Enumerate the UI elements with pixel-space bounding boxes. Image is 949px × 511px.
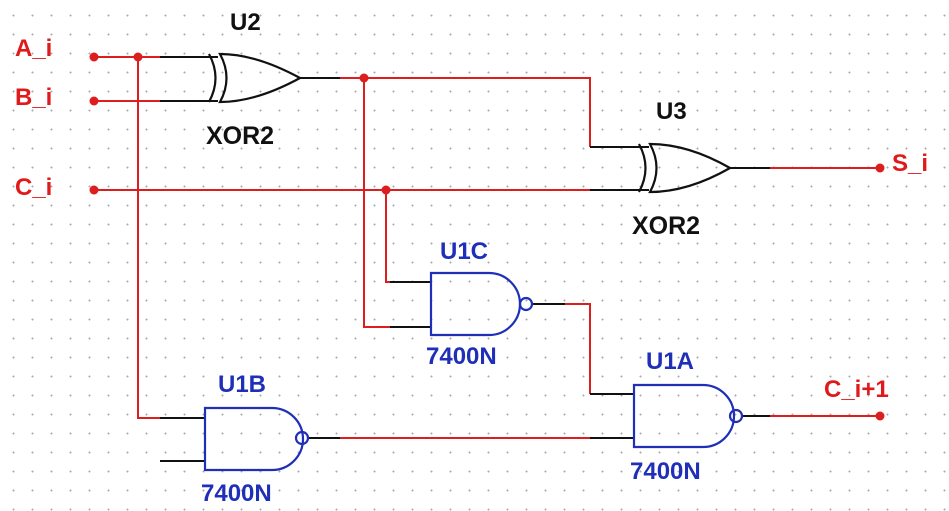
port-label-carry: C_i+1 xyxy=(824,376,889,403)
port-label-b: B_i xyxy=(15,84,52,111)
port-label-a: A_i xyxy=(15,35,52,62)
junction-c xyxy=(381,185,391,195)
gate-u2-xor[interactable] xyxy=(160,52,340,104)
gate-type-u1c: 7400N xyxy=(426,343,497,370)
gate-ref-u3: U3 xyxy=(656,98,687,125)
terminal-s[interactable] xyxy=(875,163,885,173)
terminal-c[interactable] xyxy=(89,185,99,195)
gate-u1c-nand[interactable] xyxy=(390,271,565,337)
junction-u2-out xyxy=(359,73,369,83)
junction-a xyxy=(133,52,143,62)
gate-ref-u2: U2 xyxy=(230,9,261,36)
gate-type-u1b: 7400N xyxy=(201,480,272,507)
junctions xyxy=(89,52,885,421)
wires xyxy=(94,56,880,439)
port-label-s: S_i xyxy=(892,150,928,177)
wire-a-to-u1b xyxy=(137,57,160,419)
gate-type-u2: XOR2 xyxy=(206,122,274,150)
gate-u1b-nand[interactable] xyxy=(160,406,340,472)
wire-u2-out xyxy=(340,77,591,147)
port-label-c: C_i xyxy=(15,174,52,201)
terminal-carry[interactable] xyxy=(875,411,885,421)
wire-u1c-to-u1a xyxy=(565,303,591,394)
gate-type-u3: XOR2 xyxy=(632,212,700,240)
wire-u2-to-u1c xyxy=(363,78,390,328)
terminal-b[interactable] xyxy=(89,96,99,106)
gate-type-u1a: 7400N xyxy=(630,458,701,485)
gate-ref-u1b: U1B xyxy=(218,371,266,398)
gate-u1a-nand[interactable] xyxy=(590,383,770,449)
gate-ref-u1a: U1A xyxy=(646,348,694,375)
wire-c-to-u1c xyxy=(385,190,390,283)
terminal-a[interactable] xyxy=(89,52,99,62)
gate-ref-u1c: U1C xyxy=(440,238,488,265)
gate-u3-xor[interactable] xyxy=(590,142,770,194)
